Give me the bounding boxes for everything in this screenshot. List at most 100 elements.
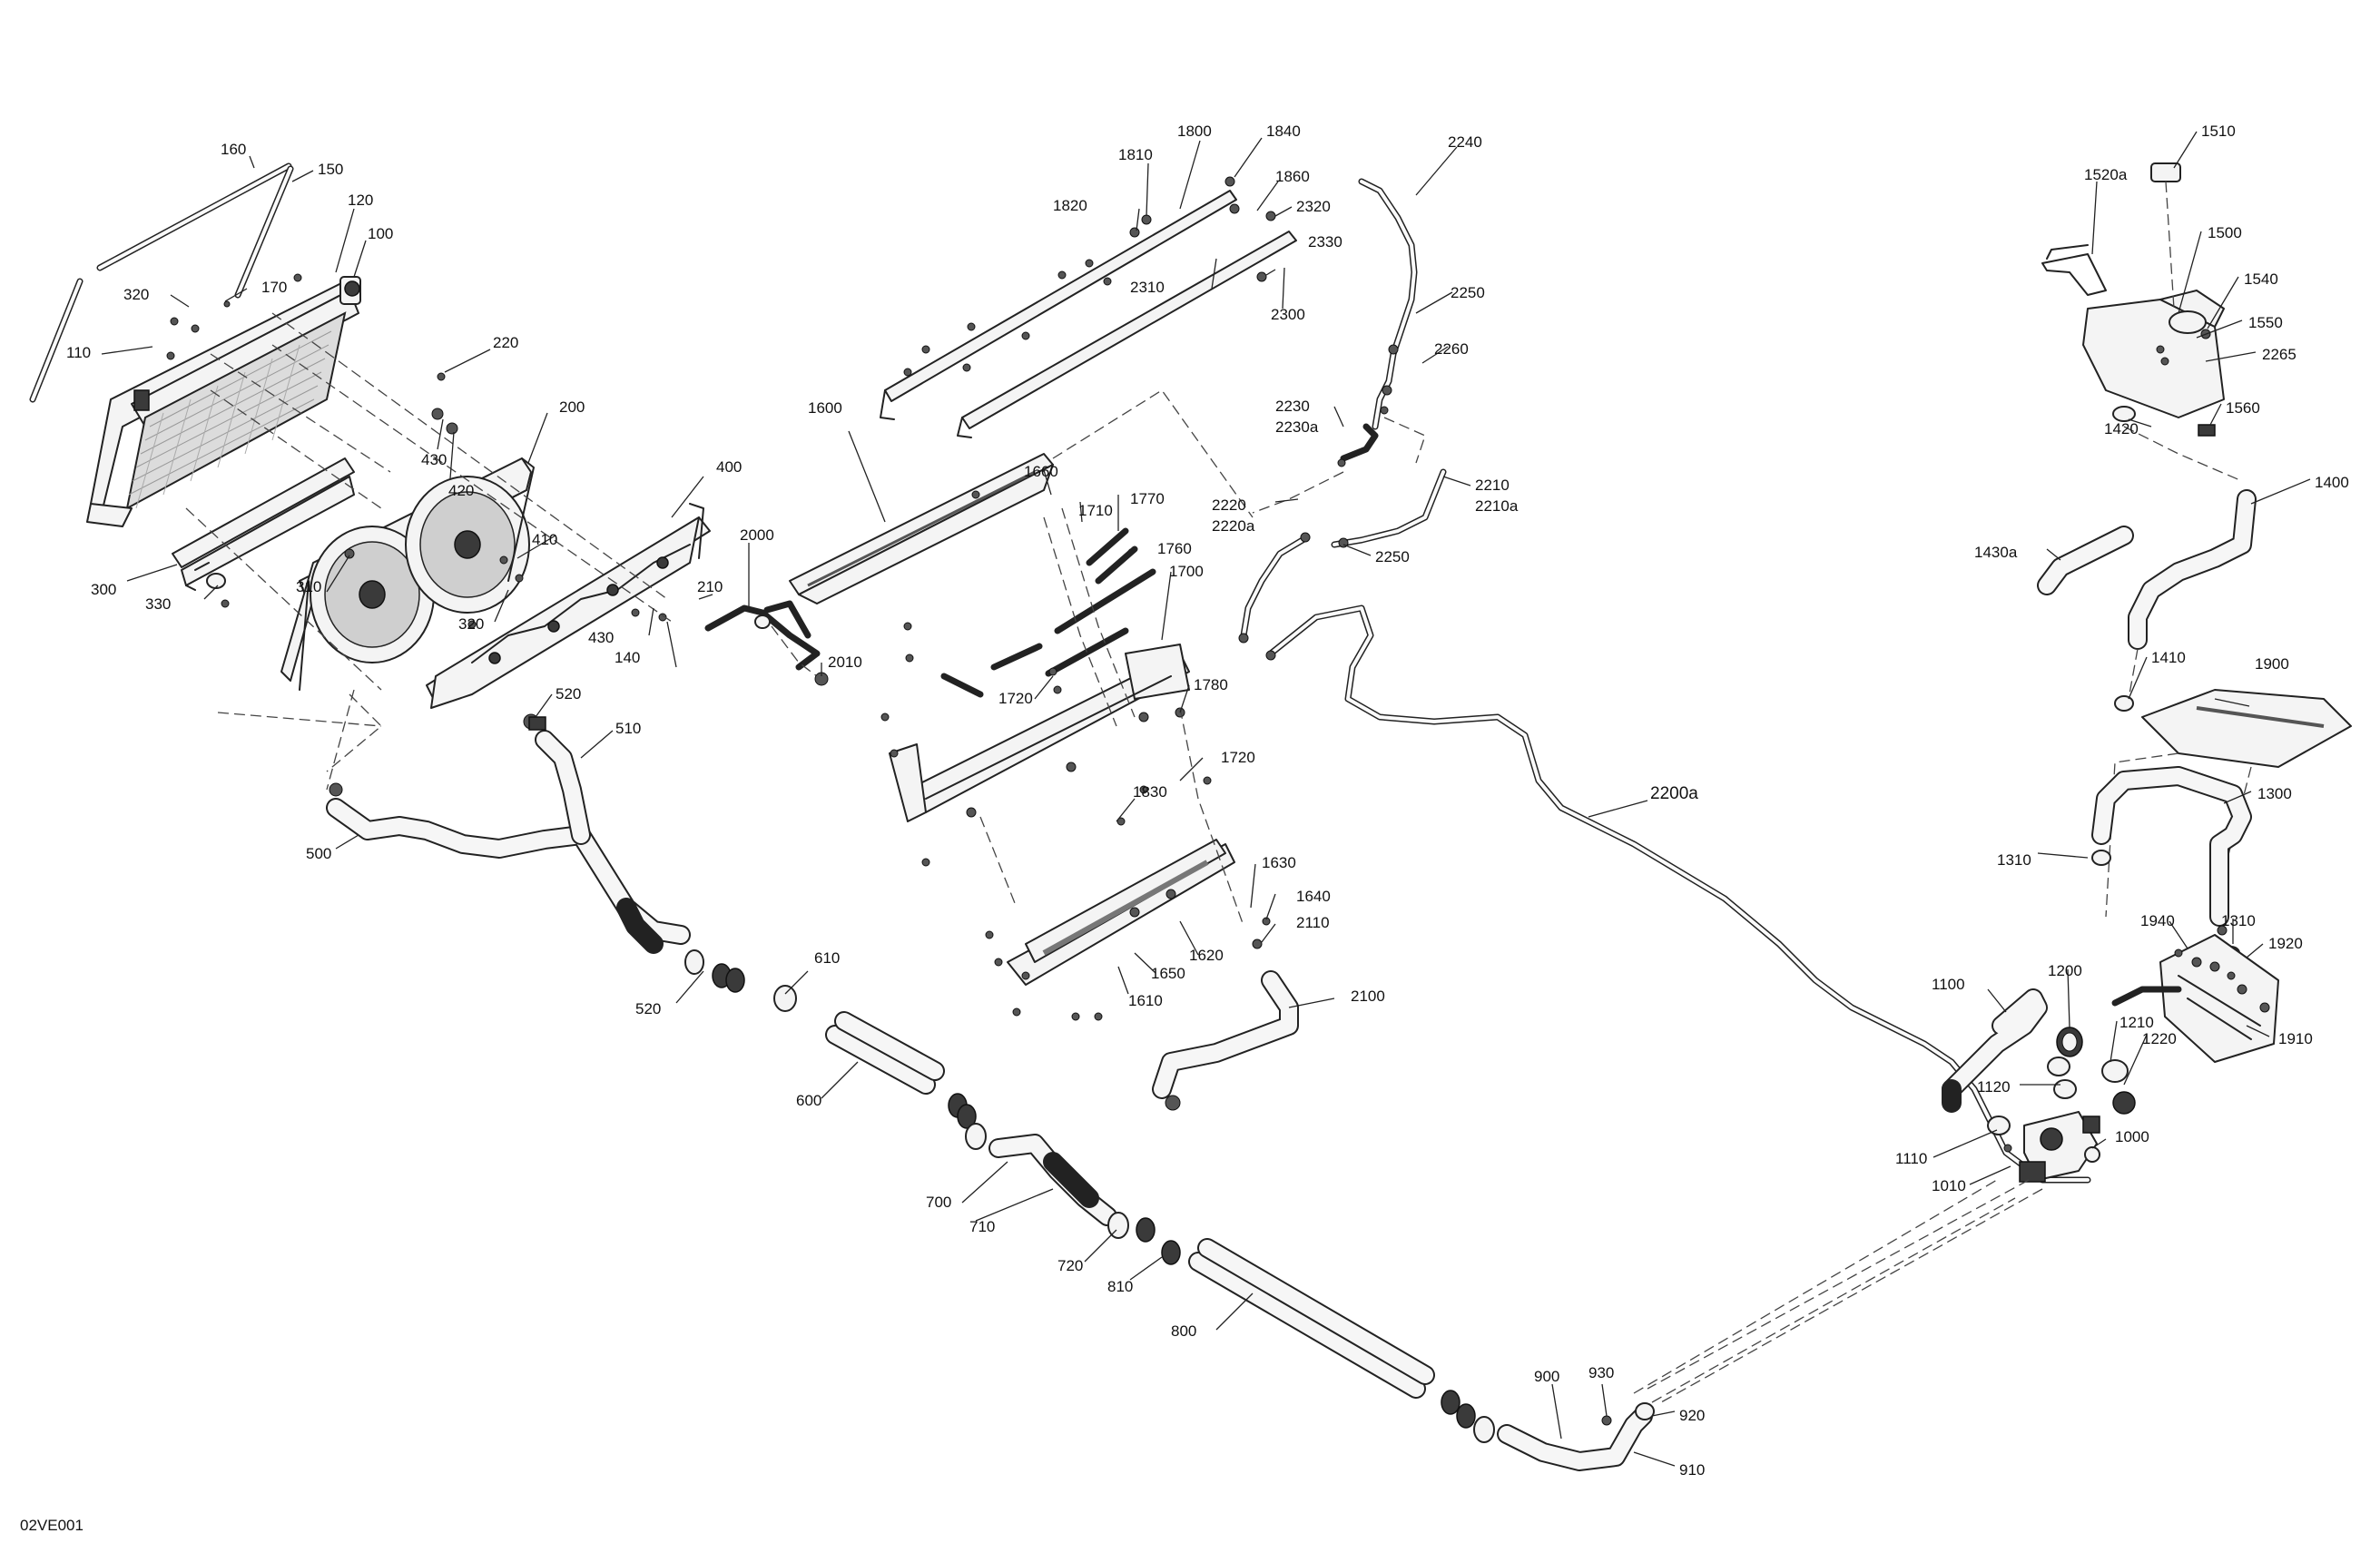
callout-600: 600	[796, 1092, 821, 1109]
callout-1100: 1100	[1932, 976, 1965, 993]
radiator-frame	[426, 503, 711, 709]
callout-2240: 2240	[1448, 133, 1482, 151]
callout-1310b: 1310	[2221, 912, 2256, 929]
intercooler	[789, 389, 1254, 604]
callout-1110: 1110	[1895, 1150, 1927, 1167]
coolant-hose-chain	[326, 716, 2016, 1471]
callout-1400: 1400	[2315, 474, 2349, 491]
callout-2320: 2320	[1296, 198, 1331, 215]
callout-410: 410	[532, 531, 557, 548]
thermostat-group	[1647, 988, 2136, 1403]
callout-700: 700	[926, 1194, 951, 1211]
callout-110: 110	[66, 344, 91, 361]
callout-1940: 1940	[2140, 912, 2175, 929]
hose-1400	[2037, 489, 2257, 712]
callout-170: 170	[261, 279, 287, 296]
callout-1600: 1600	[808, 399, 842, 417]
radiator-group	[29, 162, 711, 797]
vent-lines	[1238, 178, 2091, 1184]
radiator	[86, 276, 361, 527]
callout-1010: 1010	[1932, 1177, 1966, 1194]
callout-2260: 2260	[1434, 340, 1469, 358]
fan-shroud	[280, 457, 535, 691]
callout-1830: 1830	[1133, 783, 1167, 801]
callout-1910: 1910	[2278, 1030, 2313, 1047]
callout-2210a: 2210a	[1475, 497, 1519, 515]
callout-1720: 1720	[998, 690, 1033, 707]
callout-2230a: 2230a	[1275, 418, 1319, 436]
callout-1310: 1310	[1997, 851, 2031, 869]
callout-1620: 1620	[1189, 947, 1224, 964]
callout-1710: 1710	[1078, 502, 1113, 519]
callout-1430a: 1430a	[1974, 544, 2018, 561]
callout-1520a: 1520a	[2084, 166, 2128, 183]
callout-220: 220	[493, 334, 518, 351]
callout-300: 300	[91, 581, 116, 598]
callout-720: 720	[1057, 1257, 1083, 1274]
callout-1610: 1610	[1128, 992, 1163, 1009]
callout-330: 330	[145, 595, 171, 613]
callout-1920: 1920	[2268, 935, 2303, 952]
callout-610: 610	[814, 949, 840, 967]
callout-160: 160	[221, 141, 246, 158]
callout-140: 140	[615, 649, 640, 666]
callout-930: 930	[1588, 1364, 1614, 1381]
callout-2230: 2230	[1275, 398, 1310, 415]
callout-1300: 1300	[2257, 785, 2292, 802]
callout-2250b: 2250	[1375, 548, 1410, 565]
callout-1200: 1200	[2048, 962, 2082, 979]
callout-1220: 1220	[2142, 1030, 2177, 1047]
callout-2265: 2265	[2262, 346, 2296, 363]
callout-210: 210	[697, 578, 723, 595]
callout-520: 520	[556, 685, 581, 703]
callout-910: 910	[1679, 1461, 1705, 1479]
callout-2220a: 2220a	[1212, 517, 1255, 535]
callout-1650: 1650	[1151, 965, 1185, 982]
center-hardware	[880, 507, 1271, 1021]
callout-1810: 1810	[1118, 146, 1153, 163]
callout-2200a: 2200a	[1650, 784, 1698, 803]
callout-1500: 1500	[2208, 224, 2242, 241]
callout-2330: 2330	[1308, 233, 1342, 251]
callout-2100: 2100	[1351, 988, 1385, 1005]
callout-1660: 1660	[1024, 463, 1058, 480]
callout-1550: 1550	[2248, 314, 2283, 331]
bracket-2000	[704, 600, 829, 686]
callout-1760: 1760	[1157, 540, 1192, 557]
callout-1410: 1410	[2151, 649, 2186, 666]
callout-1510: 1510	[2201, 123, 2236, 140]
lower-bracket	[172, 457, 355, 591]
callout-1540: 1540	[2244, 270, 2278, 288]
callout-2310: 2310	[1130, 279, 1165, 296]
callout-1120: 1120	[1977, 1078, 2011, 1096]
callout-430b: 430	[588, 629, 614, 646]
callout-510: 510	[615, 720, 641, 737]
callout-430: 430	[421, 451, 447, 468]
callout-710: 710	[969, 1218, 995, 1235]
callout-1720b: 1720	[1221, 749, 1255, 766]
callout-310: 310	[296, 578, 321, 595]
callout-2000: 2000	[740, 526, 774, 544]
callout-1860: 1860	[1275, 168, 1310, 185]
callout-1420: 1420	[2104, 420, 2139, 437]
callout-500: 500	[306, 845, 331, 862]
callout-150: 150	[318, 161, 343, 178]
callout-920: 920	[1679, 1407, 1705, 1424]
callout-labels: 160 150 120 100 320 170 110 220 200 430 …	[20, 123, 2349, 1534]
callout-200: 200	[559, 398, 585, 416]
callout-900: 900	[1534, 1368, 1559, 1385]
housing-1910	[2111, 934, 2279, 1063]
callout-2250: 2250	[1451, 284, 1485, 301]
callout-320b: 320	[458, 615, 484, 633]
callout-2210: 2210	[1475, 477, 1510, 494]
callout-100: 100	[368, 225, 393, 242]
callout-400: 400	[716, 458, 742, 476]
upper-rails	[880, 176, 1297, 438]
callout-2010: 2010	[828, 654, 862, 671]
callout-420: 420	[448, 482, 474, 499]
drawing-code: 02VE001	[20, 1517, 84, 1534]
leader-lines	[101, 131, 2311, 1467]
callout-1820: 1820	[1053, 197, 1087, 214]
callout-120: 120	[348, 192, 373, 209]
